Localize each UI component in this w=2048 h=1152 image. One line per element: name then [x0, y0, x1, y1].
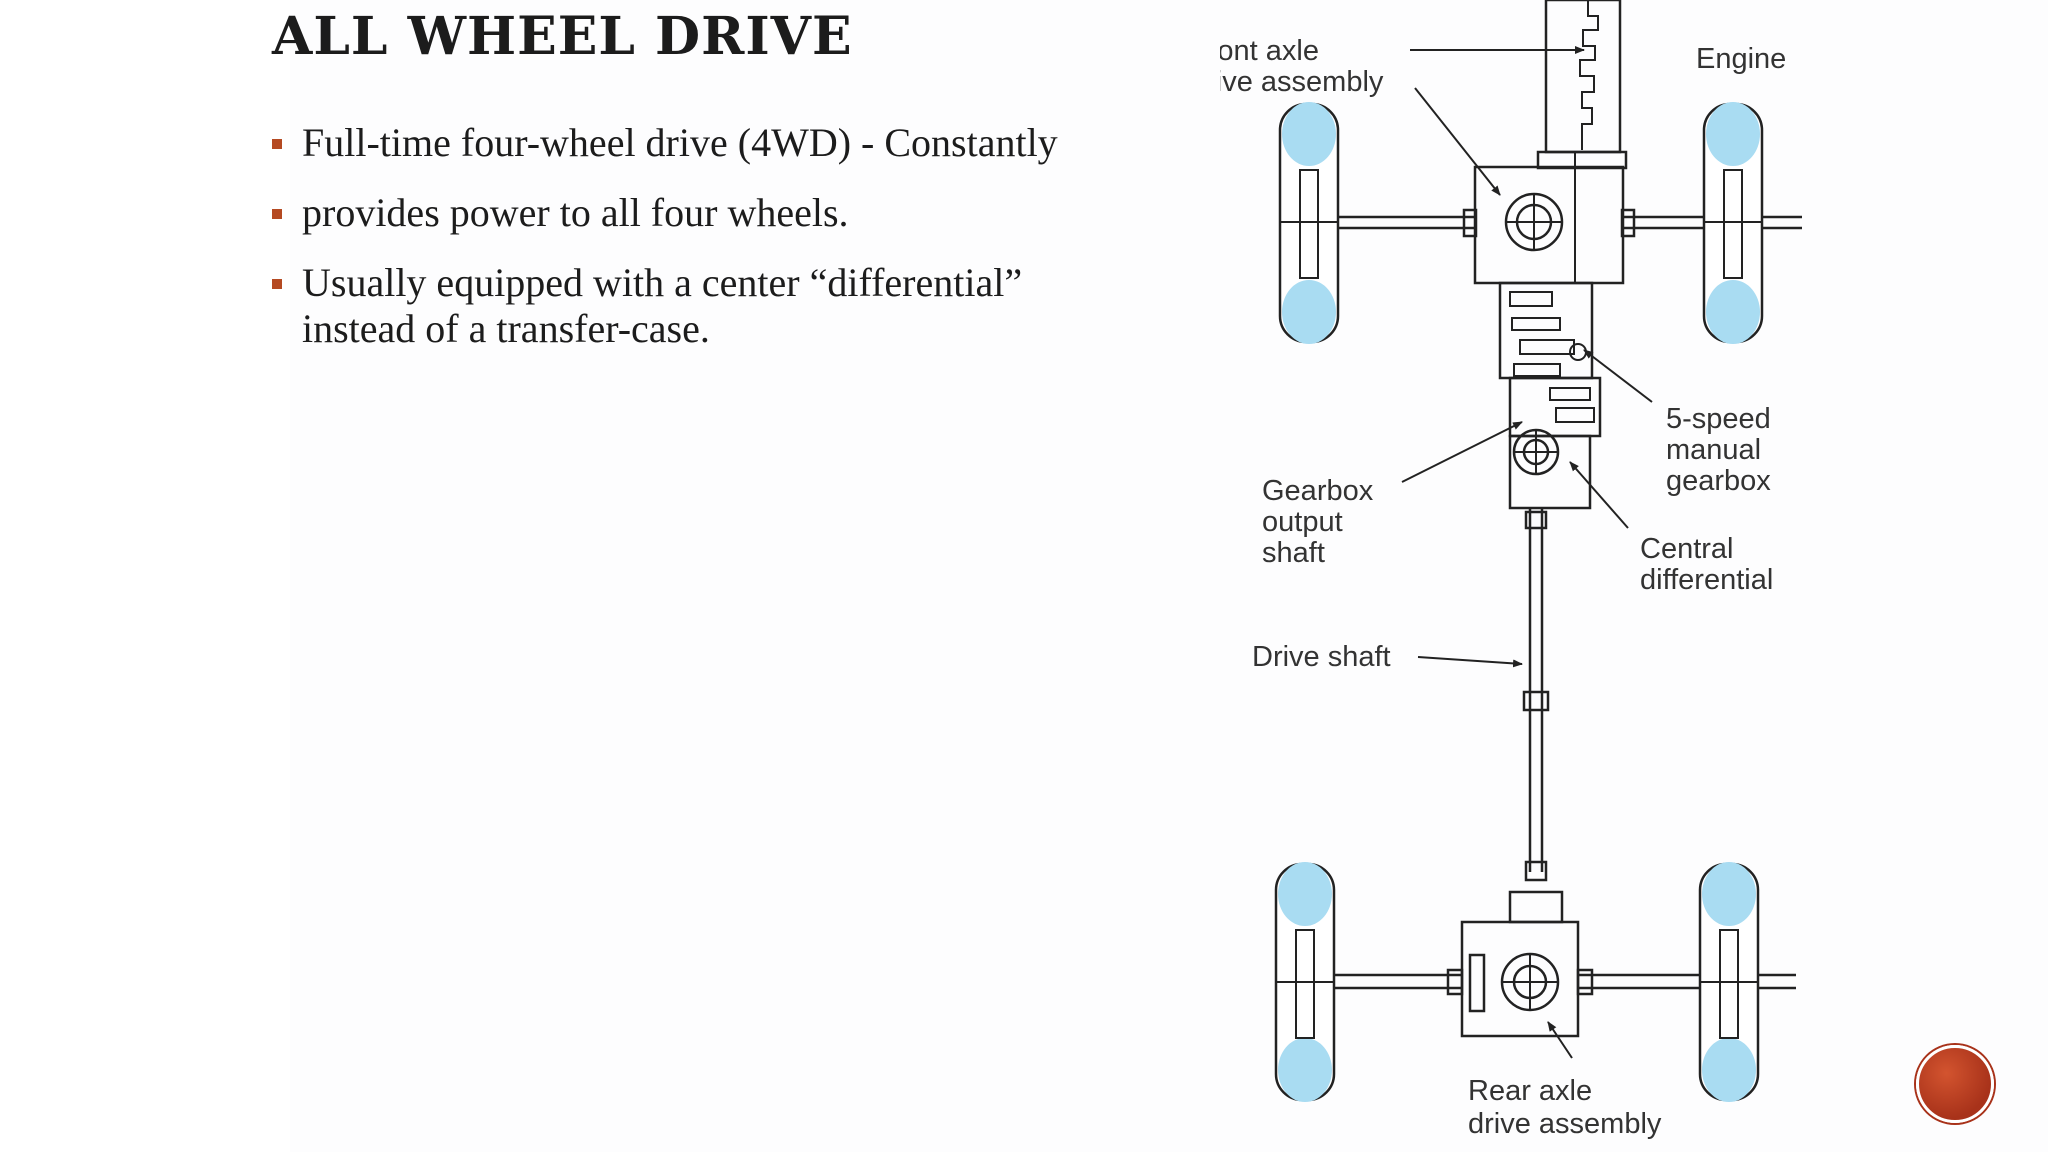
bullet-marker-icon — [272, 279, 282, 289]
slide-nav-button[interactable] — [1916, 1045, 1994, 1123]
rear-right-wheel — [1698, 862, 1760, 1102]
central-differential — [1508, 428, 1592, 510]
bullet-text: provides power to all four wheels. — [302, 190, 849, 235]
bullet-marker-icon — [272, 209, 282, 219]
rear-axle-assembly — [1280, 890, 1796, 1038]
drive-shaft — [1522, 508, 1550, 882]
gearbox-housing — [1498, 281, 1602, 438]
label-5-speed-gearbox: 5-speed manual gearbox — [1666, 403, 1779, 497]
label-gearbox-output-shaft: Gearbox output shaft — [1262, 475, 1381, 569]
bullet-text: Full-time four-wheel drive (4WD) - Const… — [302, 120, 1058, 165]
bullet-list: Full-time four-wheel drive (4WD) - Const… — [272, 120, 1122, 376]
label-front-axle: Front axle drive assembly — [1220, 35, 1384, 98]
label-central-differential: Central differential — [1640, 533, 1773, 596]
bullet-item: provides power to all four wheels. — [272, 190, 1122, 236]
bullet-marker-icon — [272, 139, 282, 149]
bullet-text: Usually equipped with a center “differen… — [302, 260, 1023, 351]
label-engine: Engine — [1696, 43, 1786, 75]
bullet-item: Full-time four-wheel drive (4WD) - Const… — [272, 120, 1122, 166]
front-left-wheel — [1278, 102, 1340, 344]
label-leader-lines — [1401, 46, 1653, 1059]
slide-title: ALL WHEEL DRIVE — [272, 6, 853, 67]
label-rear-axle: Rear axle drive assembly — [1468, 1075, 1662, 1140]
engine-block — [1544, 0, 1622, 154]
bullet-item: Usually equipped with a center “differen… — [272, 260, 1122, 352]
front-right-wheel — [1702, 102, 1764, 344]
drivetrain-diagram: Front axle drive assembly Engine 5-speed… — [1220, 0, 1802, 1140]
rear-left-wheel — [1274, 862, 1336, 1102]
label-drive-shaft: Drive shaft — [1252, 641, 1391, 673]
